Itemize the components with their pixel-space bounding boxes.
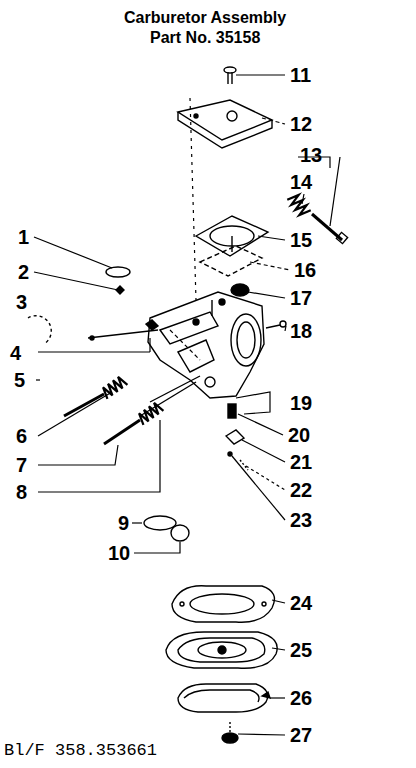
callout-number: 23 <box>290 510 312 530</box>
title: Carburetor Assembly <box>124 10 286 26</box>
callout-number: 17 <box>290 288 312 308</box>
carburetor-body <box>148 292 264 398</box>
diaphragm <box>196 216 268 256</box>
diaphragm-cover <box>178 684 270 712</box>
adjusting-screw <box>312 214 348 244</box>
callout-number: 10 <box>108 543 130 563</box>
spring-coil <box>139 403 163 425</box>
callout-number: 27 <box>290 725 312 745</box>
callout-number: 12 <box>290 114 312 134</box>
adjusting-screw <box>64 376 200 444</box>
callout-number: 21 <box>290 452 312 472</box>
welch-plug <box>171 525 189 541</box>
callout-number: 8 <box>16 482 27 502</box>
gasket <box>200 246 262 276</box>
leader-lines <box>34 98 200 553</box>
callout-number: 19 <box>290 393 312 413</box>
spring <box>287 195 310 215</box>
gasket <box>172 586 274 622</box>
spring <box>139 403 163 425</box>
screw <box>222 722 238 743</box>
metering-parts <box>226 404 248 470</box>
throttle-shaft <box>88 320 158 340</box>
pump-cover <box>178 100 272 148</box>
callout-number: 24 <box>290 593 312 613</box>
callout-number: 9 <box>118 513 129 533</box>
callout-number: 20 <box>288 425 310 445</box>
spring-coil <box>287 195 310 215</box>
callout-number: 26 <box>290 688 312 708</box>
part-number: Part No. 35158 <box>150 30 260 46</box>
screw <box>266 321 286 328</box>
welch-plug <box>144 516 176 530</box>
spring <box>103 377 127 399</box>
inlet-needle <box>231 284 249 296</box>
callout-number: 14 <box>290 172 312 192</box>
diaphragm <box>166 632 277 668</box>
callout-number: 3 <box>16 292 27 312</box>
callout-number: 1 <box>18 227 29 247</box>
throttle-plate <box>28 267 130 344</box>
callout-number: 15 <box>290 230 312 250</box>
callout-number: 5 <box>14 370 25 390</box>
screw <box>224 67 236 84</box>
callout-number: 18 <box>290 321 312 341</box>
callout-number: 7 <box>16 455 27 475</box>
callout-number: 6 <box>16 426 27 446</box>
leader-lines <box>232 75 340 735</box>
callout-number: 13 <box>300 145 322 165</box>
callout-number: 25 <box>290 640 312 660</box>
catalog-code: Bl/F 358.353661 <box>4 742 157 759</box>
callout-number: 11 <box>290 65 311 85</box>
callout-number: 22 <box>290 480 312 500</box>
spring-coil <box>103 377 127 399</box>
callout-number: 4 <box>10 343 21 363</box>
callout-number: 16 <box>294 260 316 280</box>
callout-number: 2 <box>18 262 29 282</box>
